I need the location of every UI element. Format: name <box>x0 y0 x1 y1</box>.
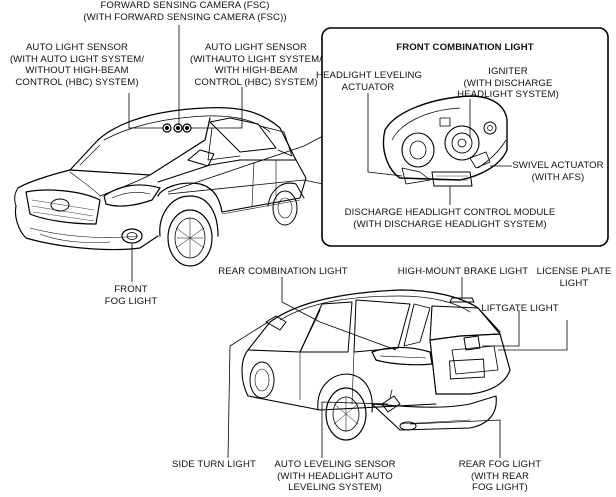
auto-light-sensor-with-hbc-label: AUTO LIGHT SENSOR (WITHAUTO LIGHT SYSTEM… <box>189 42 322 88</box>
high-mount-brake-light-label: HIGH-MOUNT BRAKE LIGHT <box>397 266 529 277</box>
liftgate-light-label: LIFTGATE LIGHT <box>481 303 559 314</box>
auto-leveling-sensor-label: AUTO LEVELING SENSOR (WITH HEADLIGHT AUT… <box>274 459 396 493</box>
license-plate-light-label: LICENSE PLATE LIGHT <box>536 266 612 289</box>
discharge-headlight-module-label: DISCHARGE HEADLIGHT CONTROL MODULE (WITH… <box>344 207 556 230</box>
headlight-leveling-actuator-label: HEADLIGHT LEVELING ACTUATOR <box>316 70 423 93</box>
front-fog-light-label: FRONT FOG LIGHT <box>104 284 158 307</box>
swivel-actuator-label: SWIVEL ACTUATOR (WITH AFS) <box>512 160 604 183</box>
front-combination-light-title: FRONT COMBINATION LIGHT <box>396 42 534 53</box>
fsc-label: FORWARD SENSING CAMERA (FSC) (WITH FORWA… <box>83 0 287 23</box>
rear-fog-light-label: REAR FOG LIGHT (WITH REAR FOG LIGHT) <box>458 459 542 493</box>
rear-combination-light-label: REAR COMBINATION LIGHT <box>218 266 348 277</box>
front-leaders <box>128 25 324 282</box>
side-turn-light-label: SIDE TURN LIGHT <box>172 459 256 470</box>
inset-leaders <box>367 93 512 205</box>
auto-light-sensor-without-hbc-label: AUTO LIGHT SENSOR (WITH AUTO LIGHT SYSTE… <box>9 42 145 88</box>
rear-vehicle <box>241 289 511 441</box>
inset-frame <box>321 27 609 247</box>
headlight-unit <box>382 95 508 187</box>
rear-leaders <box>227 277 568 459</box>
igniter-label: IGNITER (WITH DISCHARGE HEADLIGHT SYSTEM… <box>457 66 559 100</box>
front-vehicle <box>14 107 307 267</box>
